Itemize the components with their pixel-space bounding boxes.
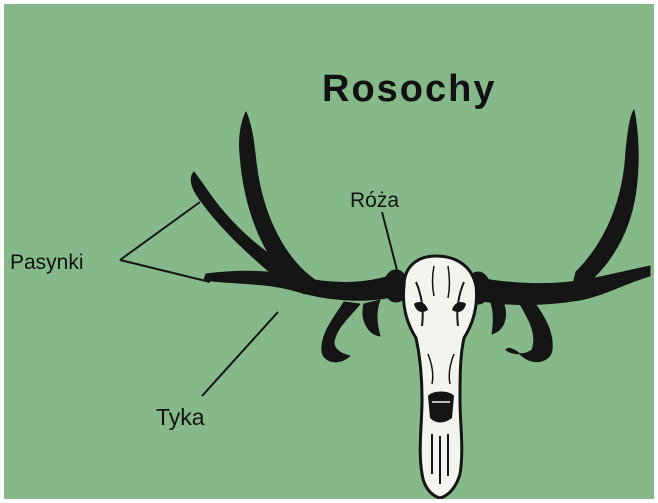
label-roza: Róża <box>350 190 399 211</box>
diagram-title: Rosochy <box>322 70 496 108</box>
label-tyka: Tyka <box>156 406 205 429</box>
diagram-panel: Rosochy Pasynki Róża Tyka <box>4 4 654 499</box>
label-pasynki: Pasynki <box>10 252 84 273</box>
